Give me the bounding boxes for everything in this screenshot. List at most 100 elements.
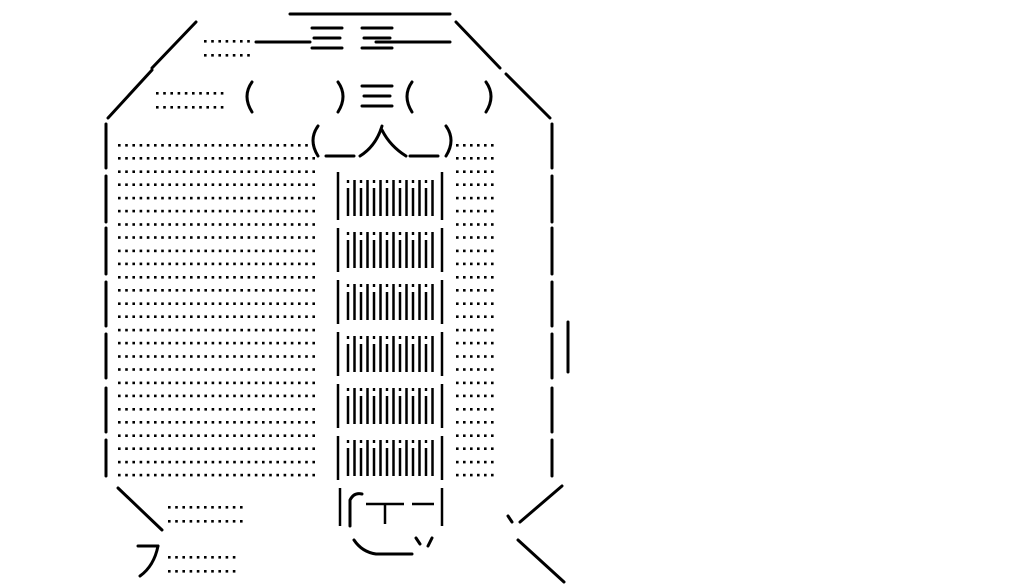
dot [298,473,301,477]
column-tip [338,488,444,556]
dot [211,460,215,464]
dot [312,421,315,424]
stripe-dot [385,180,389,183]
dot [132,368,135,371]
dot [276,157,279,160]
dot [168,157,171,160]
stripe-dot [411,284,415,287]
dot [233,460,236,464]
paren-right-nose [444,124,453,158]
dot [312,381,315,385]
dot [204,434,207,437]
dot [146,289,150,292]
dot-row-right-8 [456,328,494,332]
dot [190,209,193,213]
dot [477,421,480,424]
dot [477,196,480,200]
dot [283,249,287,253]
nose-stroke-left [358,124,384,158]
dot [182,157,186,160]
paren-left-nose [311,124,320,158]
dot [269,144,272,147]
dot [204,196,207,200]
striped-column [336,172,444,480]
dot [146,394,150,398]
dot [204,40,207,43]
dot [175,315,179,318]
dot [211,276,215,279]
stripe-dot [424,336,428,339]
dot [211,183,215,186]
dot [146,341,150,345]
dot [269,223,272,226]
dot [240,262,243,266]
dot [463,447,466,450]
dot-row-right-10 [456,381,494,385]
dot [154,394,157,398]
dot [118,262,121,266]
dot [305,144,308,147]
dot-row-left-2 [118,170,315,173]
dot [254,421,258,424]
dot [232,570,236,573]
dot [247,40,250,43]
dot [298,368,301,371]
dot-row-right-5 [456,249,494,253]
left-diagonal-upper [150,20,198,70]
dot [276,355,279,358]
dot [240,144,243,147]
dot [305,249,308,253]
dot-row-right-1 [456,144,494,147]
dot [477,183,480,186]
dot [168,394,171,398]
dot [254,183,258,186]
paren-left-1 [245,80,254,114]
dot-row-right-1b [456,157,494,160]
dot [262,421,265,424]
dot [233,341,236,345]
dot [463,209,466,213]
dot [233,421,236,424]
dot [182,341,186,345]
dot [456,223,459,226]
dot [197,447,200,450]
dot [247,196,251,200]
dot [197,170,200,173]
dot [470,421,473,424]
dot [298,408,301,411]
dot [204,289,207,292]
dot [211,421,215,424]
dot [312,276,315,279]
dot [298,223,301,226]
dot [276,381,279,385]
dot-row-right-13 [456,460,494,464]
dot [312,408,315,411]
dot [211,368,215,371]
dot [233,434,236,437]
dot [240,381,243,385]
dot [283,355,287,358]
stripe-dot [372,440,376,443]
dot [139,368,143,371]
dot [232,520,236,523]
dot [484,315,487,318]
dot [146,421,150,424]
dot [211,473,215,477]
dot [463,289,466,292]
dot [125,341,128,345]
dot [154,170,157,173]
dot [463,408,466,411]
dot [491,368,494,371]
dot [204,54,207,57]
dot [247,157,251,160]
dot [484,447,487,450]
dot [491,276,494,279]
dot [154,236,157,239]
dot [132,209,135,213]
dot [463,144,466,147]
dot [305,183,308,186]
dot [456,262,459,266]
dot [154,209,157,213]
dot [204,473,207,477]
dot [146,460,150,464]
